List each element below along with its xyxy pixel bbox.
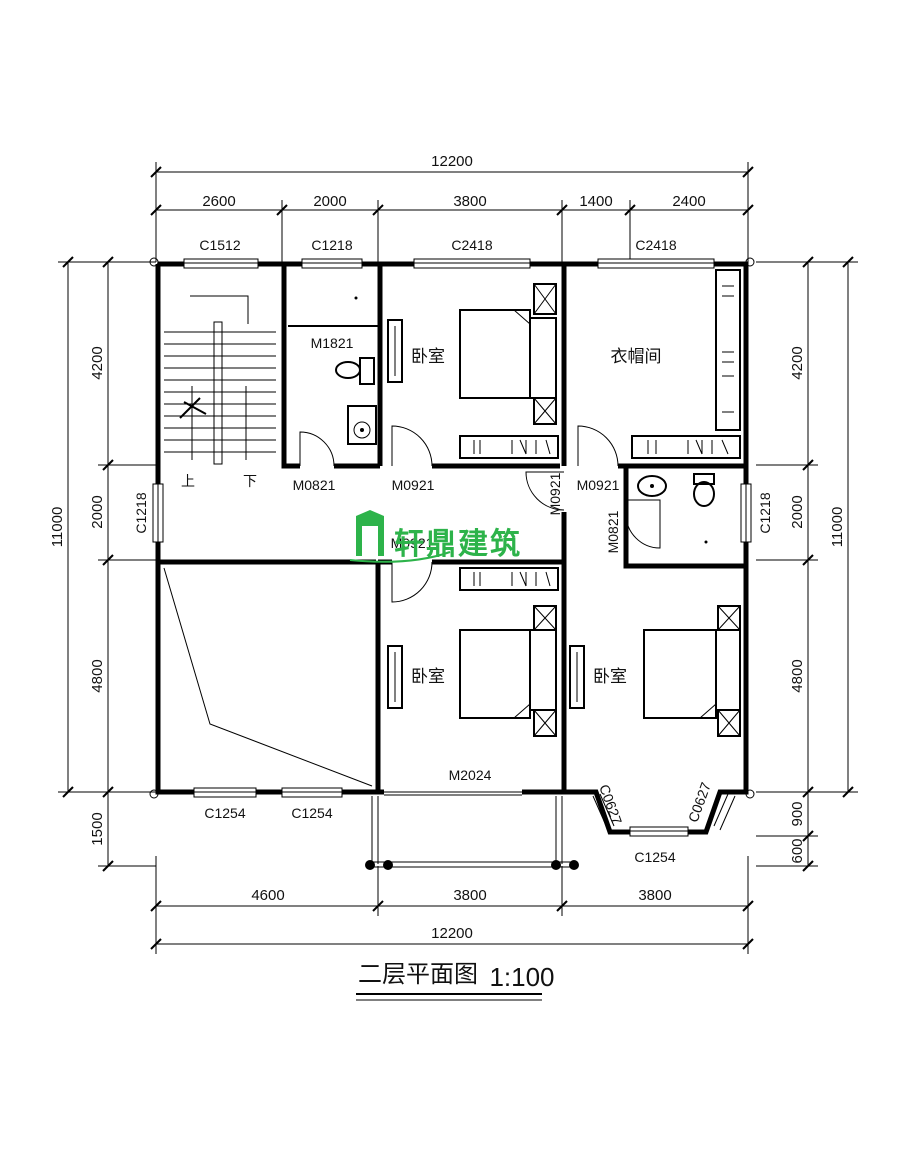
- bottom-dim-1: 4600: [251, 887, 284, 904]
- right-dimensions: 4200 2000 4800 900 600 11000: [756, 256, 858, 872]
- window-label-c2418-a: C2418: [451, 237, 492, 253]
- left-dim-2: 2000: [89, 495, 106, 528]
- watermark-text: 轩鼎建筑: [394, 527, 522, 562]
- door-label-m0921-b: M0921: [547, 472, 563, 515]
- window-label-c1218-left: C1218: [133, 492, 149, 533]
- top-dim-2: 2000: [313, 193, 346, 210]
- right-dim-4: 900: [789, 801, 806, 826]
- top-total-dim: 12200: [431, 153, 473, 170]
- bottom-dim-3: 3800: [638, 887, 671, 904]
- right-dim-1: 4200: [789, 346, 806, 379]
- bottom-dimensions: 4600 3800 3800 12200: [150, 856, 754, 954]
- window-label-c1512: C1512: [199, 237, 240, 253]
- left-dimensions: 11000 4200 2000 4800 1500: [49, 256, 156, 872]
- bedroom-2-furniture: [387, 567, 559, 737]
- right-dim-2: 2000: [789, 495, 806, 528]
- right-dim-5: 600: [789, 838, 806, 863]
- right-total-dim: 11000: [829, 507, 846, 548]
- bedroom-1-furniture: [387, 283, 559, 459]
- windows-bottom: [193, 787, 689, 837]
- cloakroom-furniture: [631, 269, 741, 459]
- top-dim-1: 2600: [202, 193, 235, 210]
- top-dimensions: 12200 2600 2000 3800 1400 2400: [150, 153, 754, 262]
- bay-window: [592, 793, 736, 831]
- window-label-c1254-c: C1254: [634, 849, 675, 865]
- window-label-c1254-b: C1254: [291, 805, 332, 821]
- watermark-logo: [349, 510, 451, 563]
- drawing-scale: 1:100: [489, 962, 554, 992]
- left-dim-3: 4800: [89, 659, 106, 692]
- balcony: [365, 791, 579, 870]
- window-label-c1218-right: C1218: [757, 492, 773, 533]
- door-label-m1821: M1821: [311, 335, 354, 351]
- top-dim-5: 2400: [672, 193, 705, 210]
- door-label-m0921-c: M0921: [577, 477, 620, 493]
- walls: [155, 261, 749, 835]
- right-dim-3: 4800: [789, 659, 806, 692]
- top-dim-3: 3800: [453, 193, 486, 210]
- stair: [164, 295, 276, 465]
- door-swings: [299, 425, 661, 603]
- bedroom-3-furniture: [569, 605, 741, 737]
- left-total-dim: 11000: [49, 507, 66, 548]
- window-label-c2418-b: C2418: [635, 237, 676, 253]
- corner-nubs: [149, 257, 755, 799]
- window-label-c1218-top: C1218: [311, 237, 352, 253]
- window-label-c1254-a: C1254: [204, 805, 245, 821]
- door-label-m0921-a: M0921: [392, 477, 435, 493]
- room-label-bedroom-1: 卧室: [411, 347, 445, 367]
- bathroom-upper: [288, 296, 378, 445]
- bottom-total-dim: 12200: [431, 925, 473, 942]
- stair-up-label: 上: [181, 474, 195, 490]
- door-label-m0821-b: M0821: [605, 510, 621, 553]
- left-dim-4: 1500: [89, 812, 106, 845]
- windows-side: [152, 483, 752, 543]
- stair-down-label: 下: [243, 474, 257, 490]
- door-label-m0821-a: M0821: [293, 477, 336, 493]
- room-label-bedroom-2: 卧室: [411, 667, 445, 687]
- door-label-m0921-d: M0921: [391, 535, 434, 551]
- left-dim-1: 4200: [89, 346, 106, 379]
- windows-top: [183, 258, 715, 269]
- room-label-cloakroom: 衣帽间: [611, 347, 662, 367]
- door-label-m2024: M2024: [449, 767, 492, 783]
- bottom-dim-2: 3800: [453, 887, 486, 904]
- void-diagonal: [163, 567, 373, 787]
- top-dim-4: 1400: [579, 193, 612, 210]
- room-label-bedroom-3: 卧室: [593, 667, 627, 687]
- bathroom-lower: [637, 473, 715, 544]
- drawing-title: 二层平面图: [358, 960, 478, 988]
